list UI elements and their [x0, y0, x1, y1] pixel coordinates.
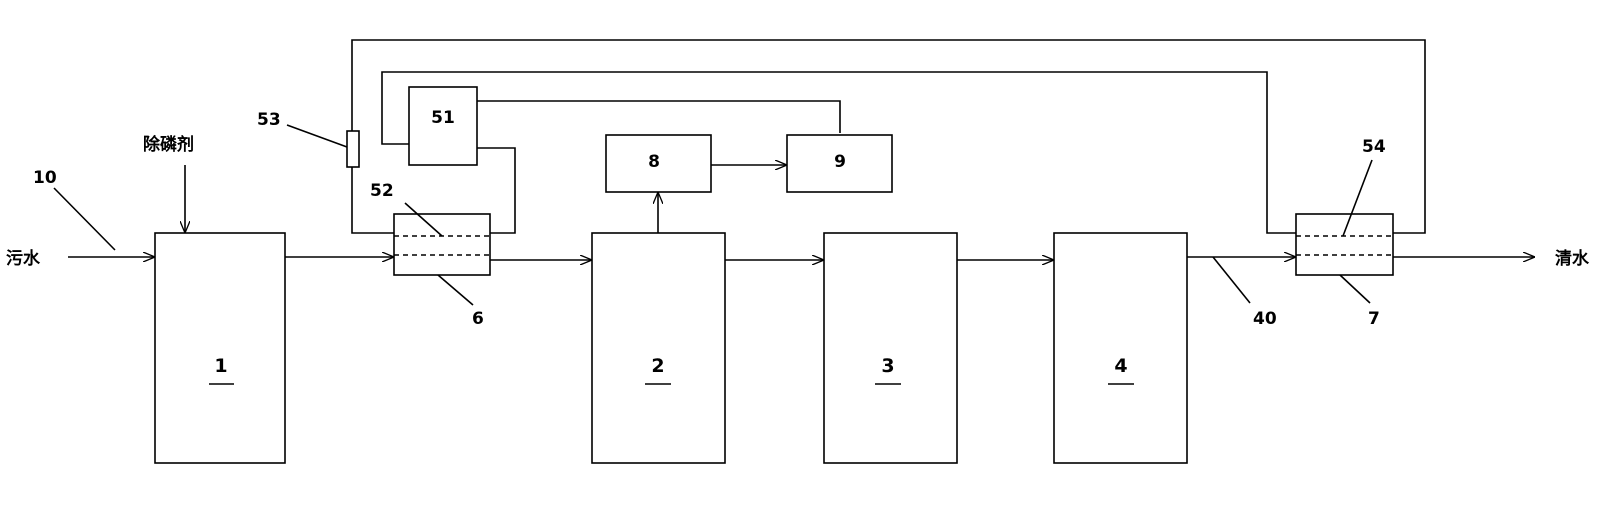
- unit-8: [605, 134, 712, 193]
- tank-2: [591, 232, 726, 464]
- line-51-to-9: [477, 100, 841, 133]
- tank-4: [1053, 232, 1188, 464]
- filter-6: [393, 213, 491, 276]
- leader-7: [1339, 274, 1371, 304]
- callout-6: 6: [472, 309, 484, 329]
- leader-52: [404, 202, 443, 237]
- filter-7: [1295, 213, 1394, 276]
- sensor-53: [346, 130, 360, 168]
- callout-10: 10: [33, 168, 57, 188]
- label-1: 1: [214, 355, 227, 377]
- label-4: 4: [1114, 355, 1127, 377]
- recycle-line-outer: [351, 39, 1426, 234]
- callout-40: 40: [1253, 309, 1277, 329]
- callout-52: 52: [370, 181, 394, 201]
- label-2: 2: [651, 355, 664, 377]
- label-3: 3: [881, 355, 894, 377]
- callout-54: 54: [1362, 137, 1386, 157]
- leader-6: [437, 274, 474, 306]
- leader-40: [1212, 256, 1251, 304]
- callout-7: 7: [1368, 309, 1380, 329]
- leader-10: [53, 187, 116, 251]
- controller-51: [408, 86, 478, 166]
- dosing-label: 除磷剂: [143, 134, 194, 155]
- callout-53: 53: [257, 110, 281, 130]
- leader-53: [286, 124, 348, 148]
- label-9: 9: [834, 152, 846, 172]
- recycle-line-inner: [381, 71, 1296, 234]
- label-51: 51: [431, 108, 455, 128]
- label-8: 8: [648, 152, 660, 172]
- unit-9: [786, 134, 893, 193]
- tank-1: [154, 232, 286, 464]
- line-53-to-52: [351, 229, 394, 234]
- outlet-label: 清水: [1555, 248, 1590, 269]
- inlet-label: 污水: [6, 248, 41, 269]
- tank-3: [823, 232, 958, 464]
- leader-54: [1342, 159, 1373, 237]
- line-51-to-52: [477, 147, 516, 234]
